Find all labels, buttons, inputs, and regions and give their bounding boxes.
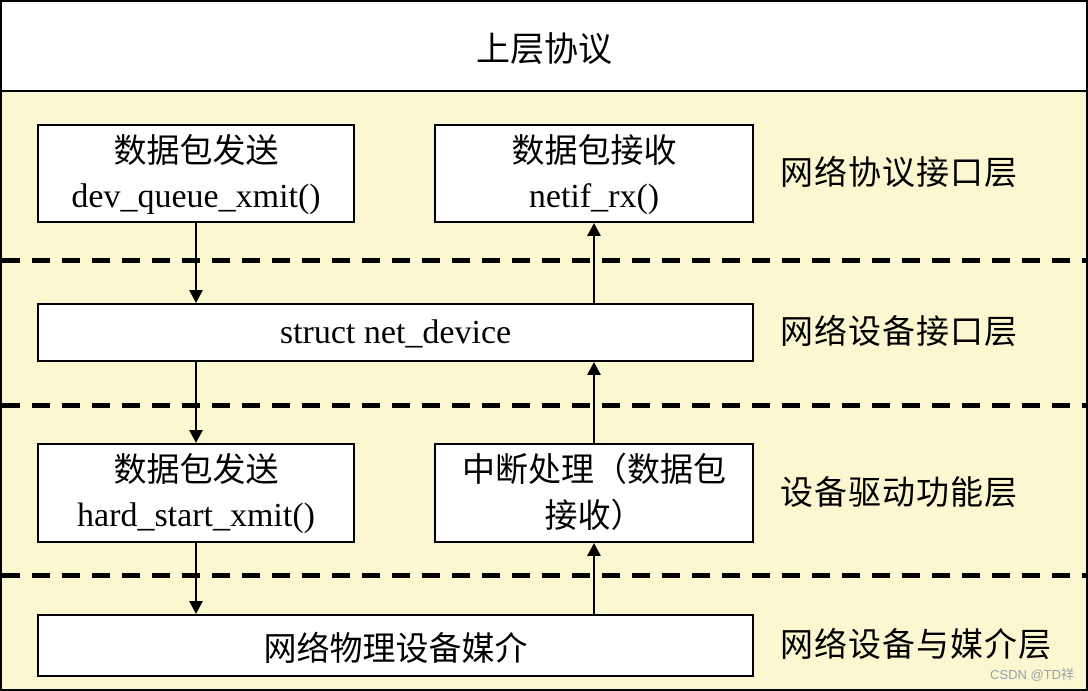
box-dev-queue-xmit-title: 数据包发送: [113, 131, 279, 169]
box-hard-start-xmit: 数据包发送 hard_start_xmit(): [37, 443, 355, 543]
rx-arrow-up-icon-1: [593, 236, 595, 303]
box-physical-media-title: 网络物理设备媒介: [263, 629, 528, 667]
box-struct-net-device: struct net_device: [37, 303, 754, 362]
box-netif-rx-code: netif_rx(): [528, 177, 660, 215]
rx-arrow-up-icon-3: [593, 556, 595, 614]
tx-arrow-down-icon-3: [195, 543, 197, 601]
box-netif-rx: 数据包接收 netif_rx(): [434, 124, 754, 223]
layer-separator-1: [2, 258, 1086, 263]
upper-protocol-title: 上层协议: [476, 30, 612, 69]
csdn-watermark: CSDN @TD祥: [990, 667, 1074, 682]
rx-arrow-up-icon-2: [593, 375, 595, 443]
box-interrupt-handler-title: 中断处理（数据包接收）: [462, 451, 726, 534]
box-hard-start-xmit-title: 数据包发送: [113, 451, 279, 488]
tx-arrow-down-icon-1: [195, 223, 197, 290]
box-netif-rx-title: 数据包接收: [511, 131, 677, 169]
layer-separator-2: [2, 403, 1086, 408]
box-dev-queue-xmit-code: dev_queue_xmit(): [71, 177, 321, 215]
tx-arrow-down-icon-2: [195, 362, 197, 430]
label-media-layer: 网络设备与媒介层: [780, 626, 1052, 663]
box-dev-queue-xmit: 数据包发送 dev_queue_xmit(): [37, 124, 355, 223]
box-physical-media: 网络物理设备媒介: [37, 614, 754, 677]
box-interrupt-handler: 中断处理（数据包接收）: [434, 443, 754, 543]
upper-protocol-band: 上层协议: [2, 2, 1086, 92]
label-driver-function-layer: 设备驱动功能层: [780, 474, 1018, 511]
box-hard-start-xmit-code: hard_start_xmit(): [77, 497, 315, 534]
label-device-interface-layer: 网络设备接口层: [780, 313, 1018, 350]
label-protocol-interface-layer: 网络协议接口层: [780, 154, 1018, 191]
layer-separator-3: [2, 573, 1086, 578]
box-struct-net-device-code: struct net_device: [279, 313, 512, 351]
